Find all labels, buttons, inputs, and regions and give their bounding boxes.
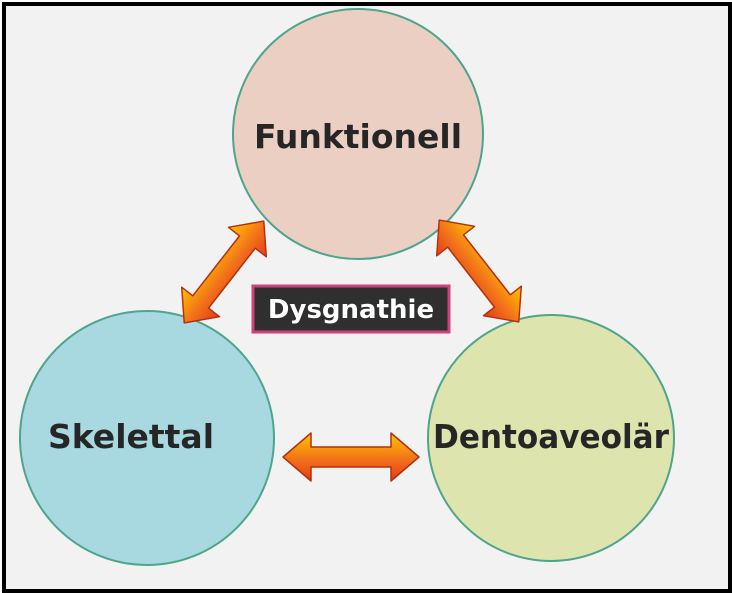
node-label-funktionell: Funktionell [254, 117, 462, 156]
node-circle-skelettal [19, 310, 275, 566]
node-circle-dentoaveolar [427, 314, 675, 562]
node-circle-funktionell [232, 8, 484, 260]
node-label-dentoaveolar: Dentoaveolär [433, 417, 670, 456]
node-label-skelettal: Skelettal [48, 417, 214, 456]
arrow-skelettal-dentoaveolar [282, 432, 420, 482]
center-label: Dysgnathie [268, 295, 434, 325]
center-label-box [251, 284, 451, 334]
